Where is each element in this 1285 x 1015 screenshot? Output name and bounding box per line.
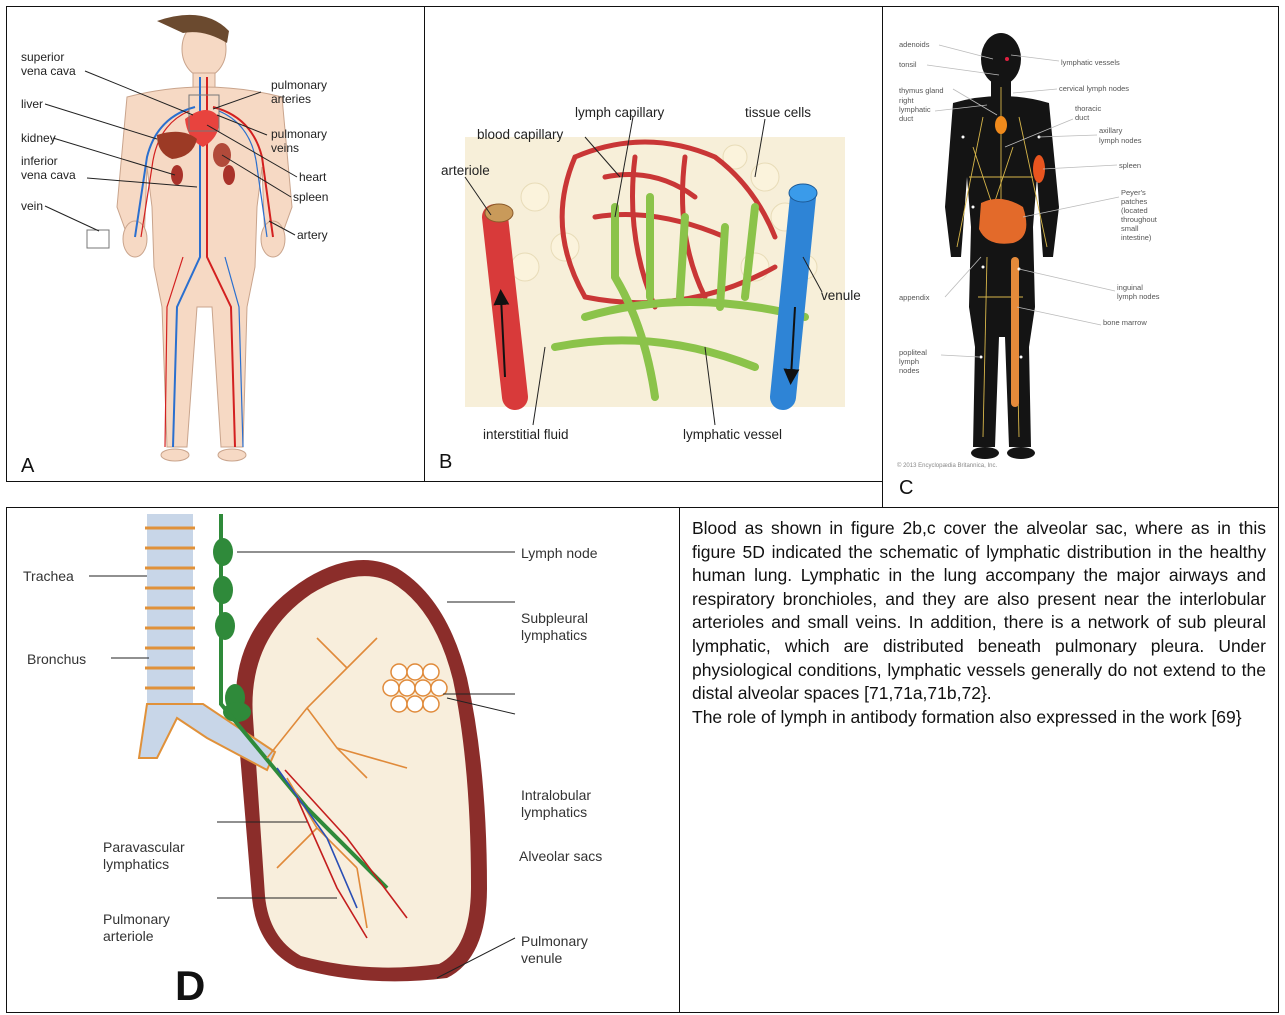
label-subpleural-lymphatics: lymphatics [521, 627, 587, 643]
kidney-shape [171, 165, 183, 185]
label-artery: artery [297, 228, 328, 242]
label-bone-marrow: bone marrow [1103, 318, 1147, 327]
label-lymphatic-vessels: lymphatic vessels [1061, 58, 1120, 67]
label-tonsil: tonsil [899, 60, 917, 69]
label-peyers-patches: (located [1121, 206, 1148, 215]
panel-letter-a: A [21, 455, 34, 478]
label-right-lymphatic-duct: lymphatic [899, 105, 931, 114]
label-adenoids: adenoids [899, 40, 930, 49]
label-alveolar-sacs: Alveolar sacs [519, 848, 602, 864]
label-pulmonary-veins: veins [271, 141, 299, 155]
panel-b-capillary-bed: lymph capillary tissue cells blood capil… [424, 6, 883, 482]
label-pulmonary-arteriole: arteriole [103, 928, 154, 944]
label-spleen: spleen [1119, 161, 1141, 170]
label-thoracic-duct: thoracic [1075, 104, 1102, 113]
label-inferior-vena-cava: vena cava [21, 168, 76, 182]
label-axillary-lymph-nodes: lymph nodes [1099, 136, 1142, 145]
text-panel: Blood as shown in figure 2b,c cover the … [679, 507, 1279, 1013]
label-peyers-patches: patches [1121, 197, 1148, 206]
label-subpleural-lymphatics: Subpleural [521, 610, 588, 626]
label-right-lymphatic-duct: duct [899, 114, 914, 123]
inset-box [87, 230, 109, 248]
label-popliteal-lymph-nodes: nodes [899, 366, 920, 375]
label-venule: venule [821, 288, 861, 303]
label-lymphatic-vessel: lymphatic vessel [683, 427, 782, 442]
paragraph-2: The role of lymph in antibody formation … [692, 706, 1266, 730]
panel-a-circulatory-system: superior vena cava liver kidney inferior… [6, 6, 425, 482]
label-pulmonary-arteries: arteries [271, 92, 311, 106]
label-peyers-patches: small [1121, 224, 1139, 233]
alveolar-sacs-shape [383, 664, 447, 712]
label-intralobular-lymphatics: lymphatics [521, 804, 587, 820]
label-spleen: spleen [293, 190, 328, 204]
label-popliteal-lymph-nodes: popliteal [899, 348, 927, 357]
label-peyers-patches: Peyer's [1121, 188, 1146, 197]
circulatory-body-illustration: superior vena cava liver kidney inferior… [7, 7, 425, 482]
label-arteriole: arteriole [441, 163, 490, 178]
label-lymph-node: Lymph node [521, 545, 598, 561]
label-thoracic-duct: duct [1075, 113, 1090, 122]
panel-c-lymphatic-system: adenoids tonsil thymus gland right lymph… [882, 6, 1279, 508]
paragraph-1: Blood as shown in figure 2b,c cover the … [692, 517, 1266, 706]
label-pulmonary-venule: venule [521, 950, 562, 966]
label-peyers-patches: throughout [1121, 215, 1158, 224]
label-trachea: Trachea [23, 568, 74, 584]
panel-letter-d: D [175, 962, 205, 1009]
panel-letter-b: B [439, 451, 452, 474]
bone-marrow-shape [1011, 257, 1019, 407]
label-paravascular-lymphatics: Paravascular [103, 839, 185, 855]
label-heart: heart [299, 170, 327, 184]
label-superior-vena-cava: superior [21, 50, 64, 64]
label-bronchus: Bronchus [27, 651, 86, 667]
copyright-note: © 2013 Encyclopædia Britannica, Inc. [897, 462, 997, 469]
label-thymus-gland: thymus gland [899, 86, 944, 95]
label-lymph-capillary: lymph capillary [575, 105, 665, 120]
kidney-shape [223, 165, 235, 185]
label-peyers-patches: intestine) [1121, 233, 1152, 242]
lung-lymphatics-illustration: Trachea Lymph node Bronchus Subpleural l… [7, 508, 680, 1013]
label-pulmonary-arteries: pulmonary [271, 78, 327, 92]
label-right-lymphatic-duct: right [899, 96, 915, 105]
thymus-shape [995, 116, 1007, 134]
label-popliteal-lymph-nodes: lymph [899, 357, 919, 366]
description-text: Blood as shown in figure 2b,c cover the … [692, 517, 1266, 729]
capillary-bed-illustration: lymph capillary tissue cells blood capil… [425, 7, 883, 482]
adenoid-marker [1005, 57, 1009, 61]
label-blood-capillary: blood capillary [477, 127, 564, 142]
label-pulmonary-venule: Pulmonary [521, 933, 588, 949]
lymphatic-body-illustration: adenoids tonsil thymus gland right lymph… [883, 7, 1279, 508]
label-tissue-cells: tissue cells [745, 105, 811, 120]
label-inguinal-lymph-nodes: inguinal [1117, 283, 1143, 292]
label-pulmonary-arteriole: Pulmonary [103, 911, 170, 927]
label-cervical-lymph-nodes: cervical lymph nodes [1059, 84, 1129, 93]
label-liver: liver [21, 97, 43, 111]
label-appendix: appendix [899, 293, 930, 302]
label-paravascular-lymphatics: lymphatics [103, 856, 169, 872]
label-inguinal-lymph-nodes: lymph nodes [1117, 292, 1160, 301]
label-vein: vein [21, 199, 43, 213]
label-pulmonary-veins: pulmonary [271, 127, 327, 141]
panel-d-lung-lymphatics: Trachea Lymph node Bronchus Subpleural l… [6, 507, 680, 1013]
panel-letter-c: C [899, 477, 913, 500]
label-superior-vena-cava: vena cava [21, 64, 76, 78]
label-inferior-vena-cava: inferior [21, 154, 58, 168]
label-intralobular-lymphatics: Intralobular [521, 787, 591, 803]
intestine-shape [979, 199, 1026, 244]
dark-body-silhouette [945, 33, 1059, 459]
label-kidney: kidney [21, 131, 56, 145]
body-silhouette [117, 15, 292, 461]
label-interstitial-fluid: interstitial fluid [483, 427, 569, 442]
label-axillary-lymph-nodes: axillary [1099, 126, 1123, 135]
